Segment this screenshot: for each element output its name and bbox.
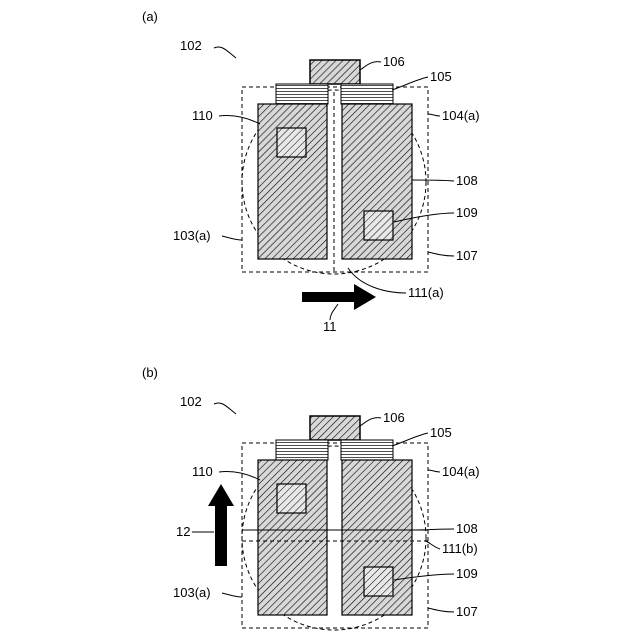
ref-12-label: 12 (176, 524, 190, 539)
ref-111a-label: 111(a) (408, 285, 444, 300)
figure-b: (b) 102 106 105 110 104(a) 108 111(b) 10… (142, 365, 480, 630)
pad-106b (310, 416, 360, 440)
ref-102b-leader (214, 403, 236, 414)
ref-108-label: 108 (456, 173, 478, 188)
contact-110b (277, 484, 306, 513)
ref-106-label: 106 (383, 54, 405, 69)
direction-arrow-11 (302, 284, 376, 310)
ref-103-leader (222, 236, 242, 240)
contact-110 (277, 128, 306, 157)
ref-108b-leader (412, 529, 454, 530)
panel-label-a: (a) (142, 9, 158, 24)
ref-103b-label: 103(a) (173, 585, 211, 600)
pad-106 (310, 60, 360, 84)
ref-106-leader (360, 62, 381, 70)
ref-107b-label: 107 (456, 604, 478, 619)
ref-104b-leader (428, 470, 440, 472)
ref-110b-label: 110 (192, 464, 213, 479)
ref-108-leader (412, 180, 454, 181)
ref-108b-label: 108 (456, 521, 478, 536)
region-103-left (258, 104, 327, 259)
ref-11-leader (330, 304, 338, 320)
ref-106b-leader (360, 418, 381, 426)
ref-107-leader (428, 252, 454, 256)
electrode-105b-right (341, 440, 393, 460)
ref-104-label: 104(a) (442, 108, 480, 123)
ref-102b-label: 102 (180, 394, 202, 409)
figure-a: (a) 102 106 105 110 104(a) 108 109 (142, 9, 480, 334)
ref-102-label: 102 (180, 38, 202, 53)
ref-110-leader (219, 115, 260, 124)
ref-102-leader (214, 47, 236, 58)
direction-arrow-12 (208, 484, 234, 566)
ref-109b-label: 109 (456, 566, 478, 581)
ref-111b-label: 111(b) (442, 541, 478, 556)
ref-105-label: 105 (430, 69, 452, 84)
ref-107b-leader (428, 608, 454, 612)
region-103b-left (258, 460, 327, 615)
ref-109-label: 109 (456, 205, 478, 220)
ref-110b-leader (219, 471, 260, 480)
electrode-105b-left (276, 440, 328, 460)
ref-103b-leader (222, 593, 242, 597)
panel-label-b: (b) (142, 365, 158, 380)
ref-105-leader (392, 77, 428, 90)
ref-104-leader (428, 114, 440, 116)
ref-107-label: 107 (456, 248, 478, 263)
ref-11-label: 11 (323, 319, 337, 334)
contact-109 (364, 211, 393, 240)
electrode-105-left (276, 84, 328, 104)
ref-105b-label: 105 (430, 425, 452, 440)
ref-105b-leader (392, 433, 428, 446)
contact-109b (364, 567, 393, 596)
ref-104b-label: 104(a) (442, 464, 480, 479)
ref-106b-label: 106 (383, 410, 405, 425)
ref-110-label: 110 (192, 108, 213, 123)
ref-103-label: 103(a) (173, 228, 211, 243)
electrode-105-right (341, 84, 393, 104)
